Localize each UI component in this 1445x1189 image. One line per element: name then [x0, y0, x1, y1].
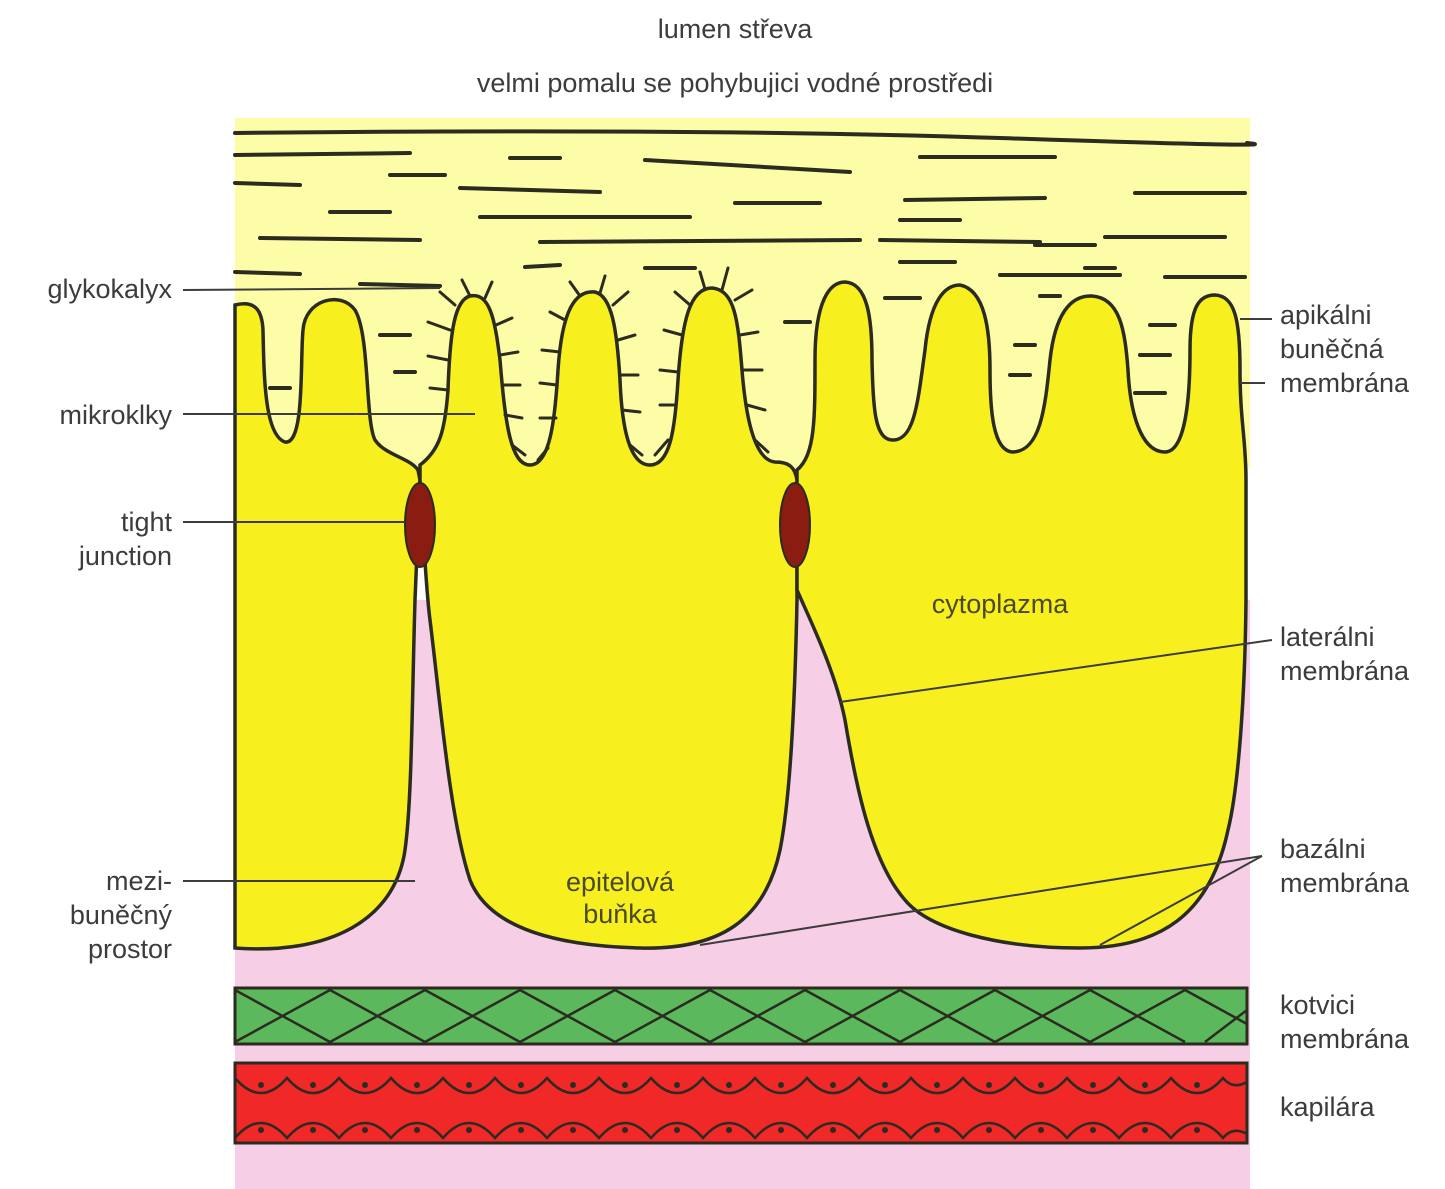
label-lateralni-membrana: laterálni membrána — [1280, 620, 1445, 688]
middle-epithelial-cell — [420, 288, 797, 948]
anchoring-membrane — [235, 988, 1247, 1044]
label-mikroklky: mikroklky — [0, 398, 172, 432]
label-cytoplazma: cytoplazma — [900, 588, 1100, 620]
label-glykokalyx: glykokalyx — [0, 272, 172, 306]
label-kotvici-membrana: kotvici membrána — [1280, 988, 1445, 1056]
label-apikalni-membrana: apikálni buněčná membrána — [1280, 298, 1445, 400]
label-bazalni-membrana: bazálni membrána — [1280, 832, 1445, 900]
label-kapilara: kapilára — [1280, 1090, 1445, 1124]
tight-junction-left — [405, 483, 435, 567]
label-mezibunecny-prostor: mezi- buněčný prostor — [0, 864, 172, 966]
label-tight-junction: tight junction — [0, 505, 172, 573]
tight-junction-right — [780, 483, 810, 567]
lumen-subtitle: velmi pomalu se pohybujici vodné prostře… — [360, 66, 1110, 100]
label-epitelova-bunka: epitelová buňka — [520, 866, 720, 930]
capillary — [235, 1063, 1247, 1143]
lumen-title: lumen střeva — [560, 12, 910, 46]
